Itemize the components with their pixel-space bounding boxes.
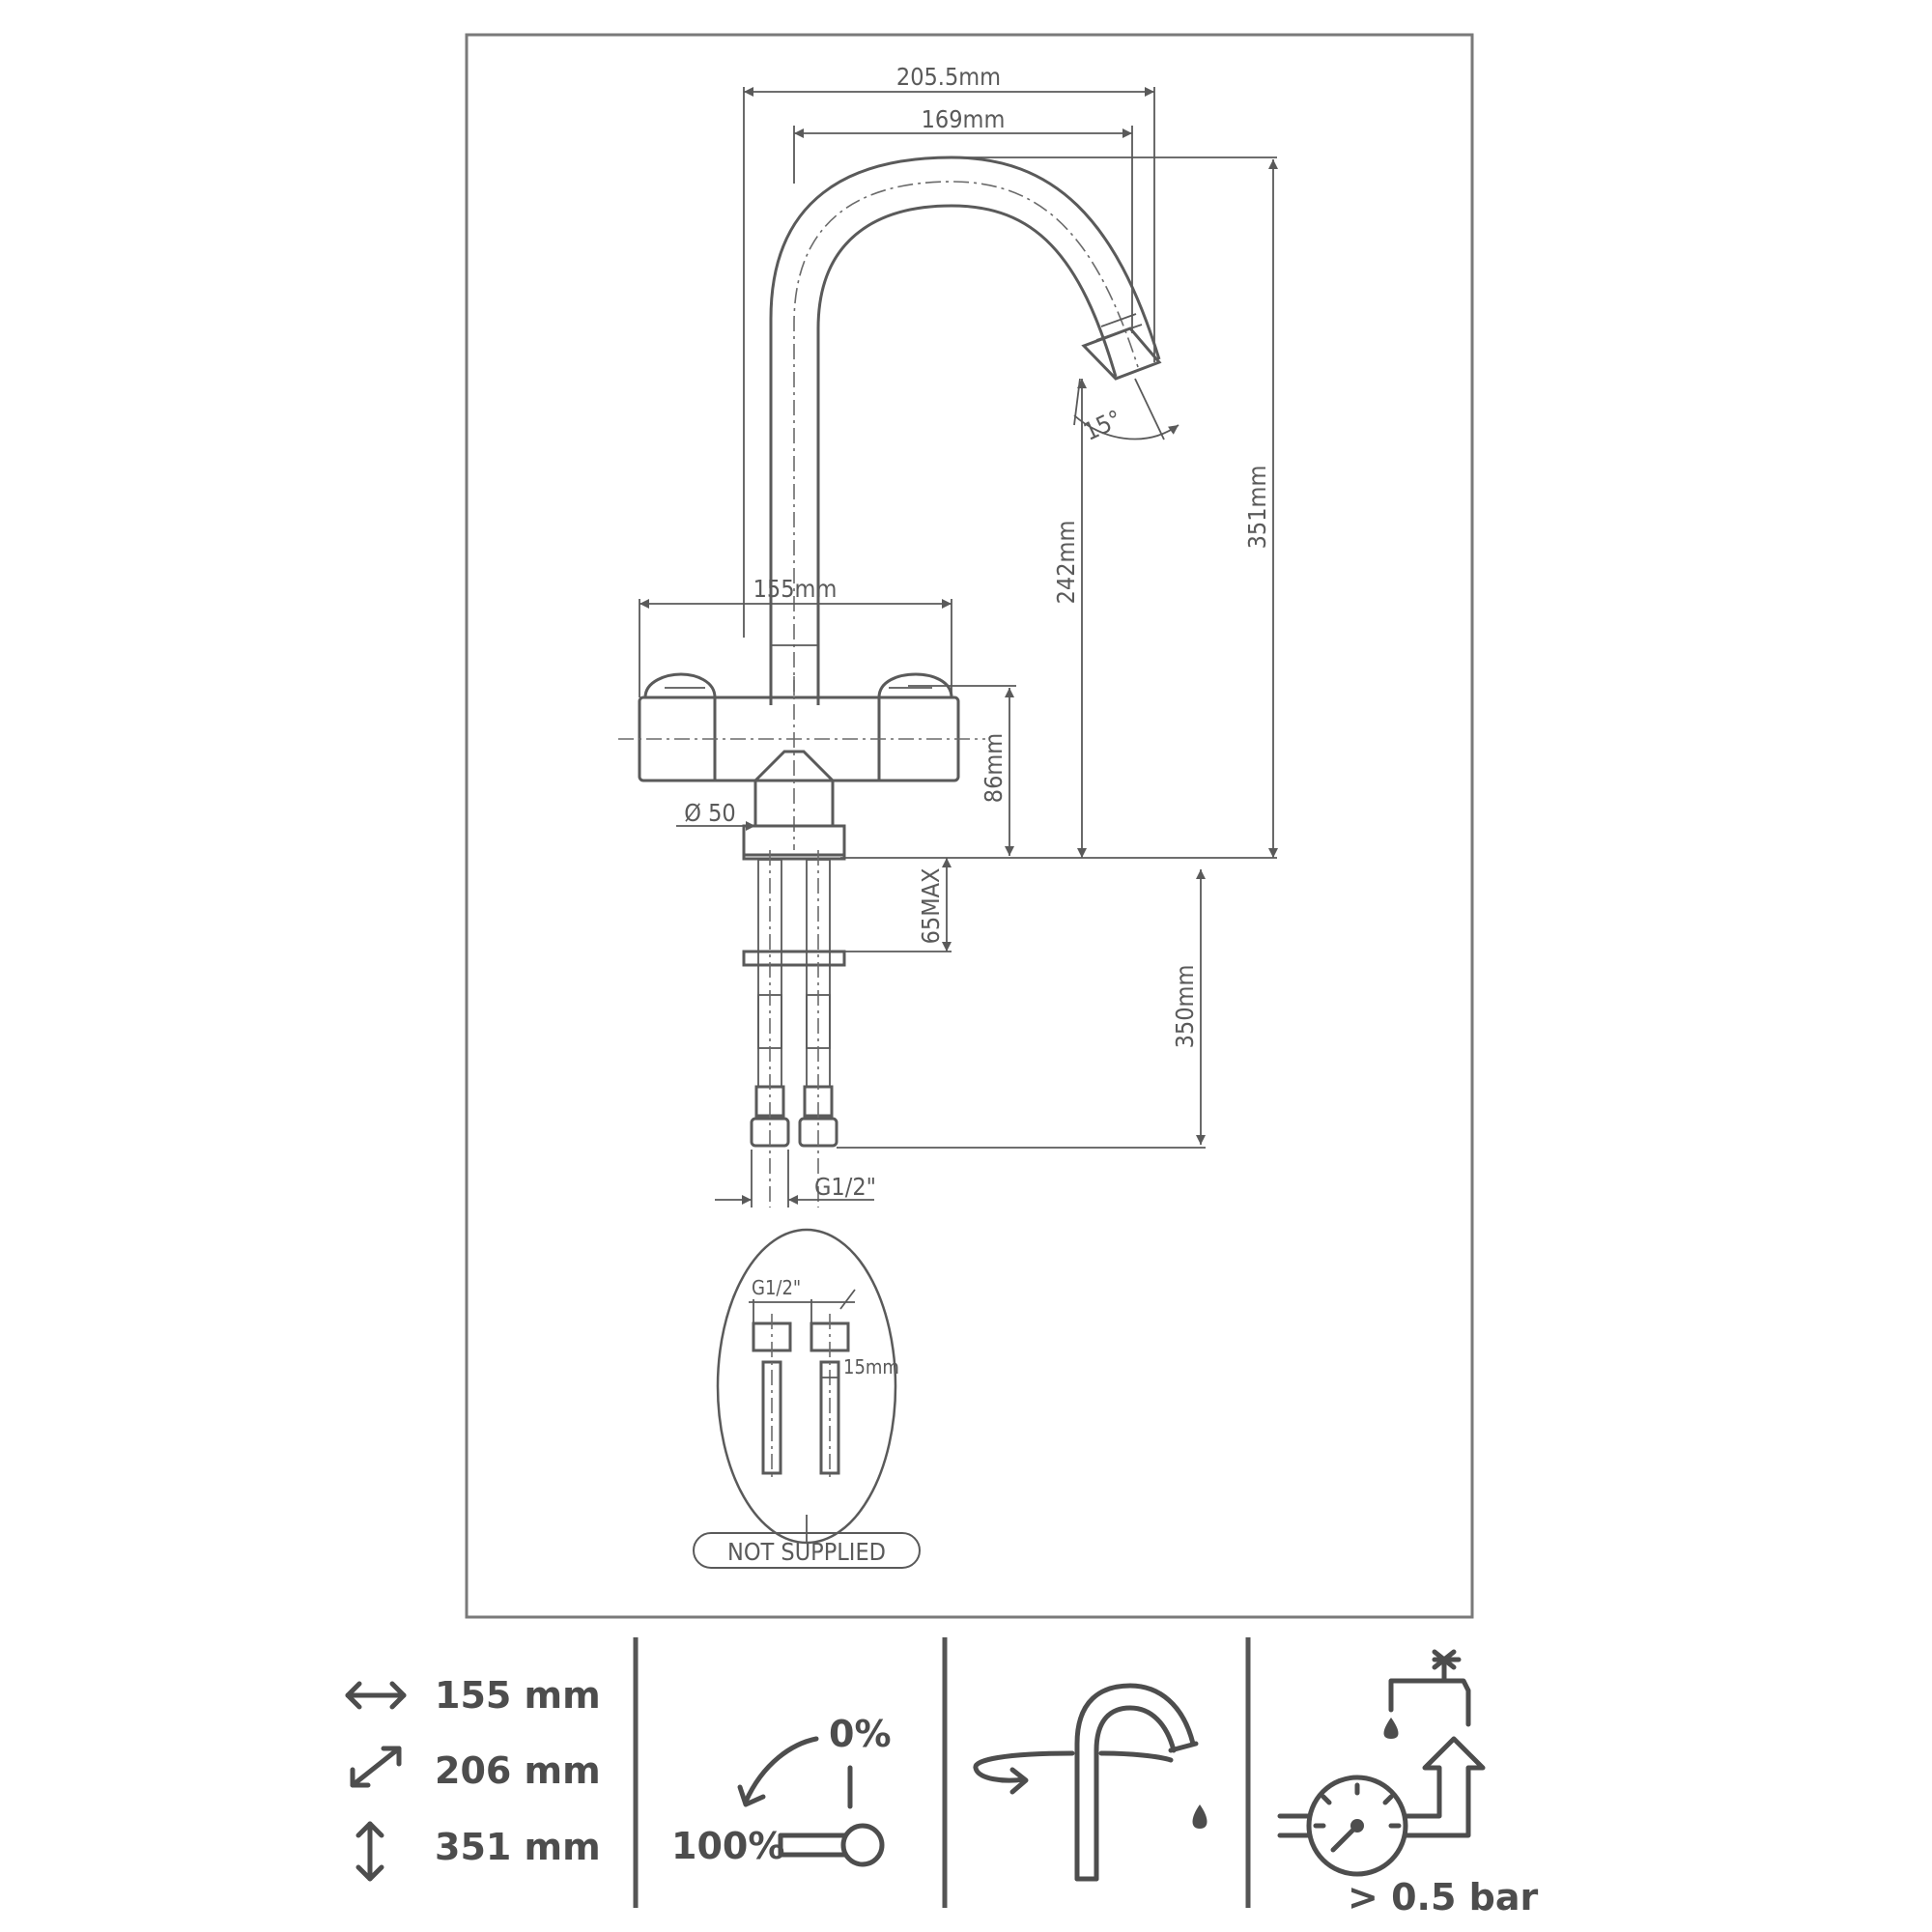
depth-arrow-icon — [350, 1746, 402, 1788]
drawing-frame — [465, 33, 1474, 1619]
spec-width: 155 mm — [435, 1674, 601, 1717]
dim-body-height: 86mm — [980, 733, 1008, 803]
dim-handle-span: 155mm — [753, 575, 838, 603]
dim-hose-length: 350mm — [1171, 965, 1199, 1049]
dim-hose-thread: G1/2" — [814, 1173, 876, 1201]
spec-height: 351 mm — [435, 1826, 601, 1868]
spec-strip: 155 mm 206 mm 351 mm 0% 100% — [345, 1637, 1538, 1918]
not-supplied-label: NOT SUPPLIED — [727, 1538, 886, 1566]
connection-detail: G1/2" 15mm NOT SUPPLIED — [693, 1228, 921, 1569]
width-arrow-icon — [345, 1681, 407, 1710]
detail-thread: G1/2" — [752, 1276, 801, 1299]
dim-spout-reach: 205.5mm — [896, 63, 1001, 91]
dim-base-diameter: Ø 50 — [684, 799, 735, 827]
height-arrow-icon — [355, 1821, 384, 1882]
detail-pipe: 15mm — [843, 1355, 899, 1378]
dim-deck-thickness: 65MAX — [917, 868, 945, 945]
swivel-spout-icon — [973, 1683, 1208, 1882]
lever-operation-icon — [737, 1736, 885, 1867]
dim-outlet-height: 242mm — [1052, 521, 1080, 605]
pressure-label: > 0.5 bar — [1348, 1876, 1538, 1918]
dimension-lines — [639, 87, 1278, 1208]
water-pressure-icon — [1277, 1649, 1486, 1877]
tap-body — [618, 672, 985, 861]
lever-open-label: 100% — [671, 1825, 784, 1867]
dim-angle: 15° — [1079, 405, 1125, 446]
lever-closed-label: 0% — [829, 1713, 892, 1755]
dim-spout-inner: 169mm — [922, 105, 1006, 133]
dim-total-height: 351mm — [1243, 466, 1271, 550]
supply-hoses — [742, 850, 846, 1208]
spec-depth: 206 mm — [435, 1749, 601, 1792]
